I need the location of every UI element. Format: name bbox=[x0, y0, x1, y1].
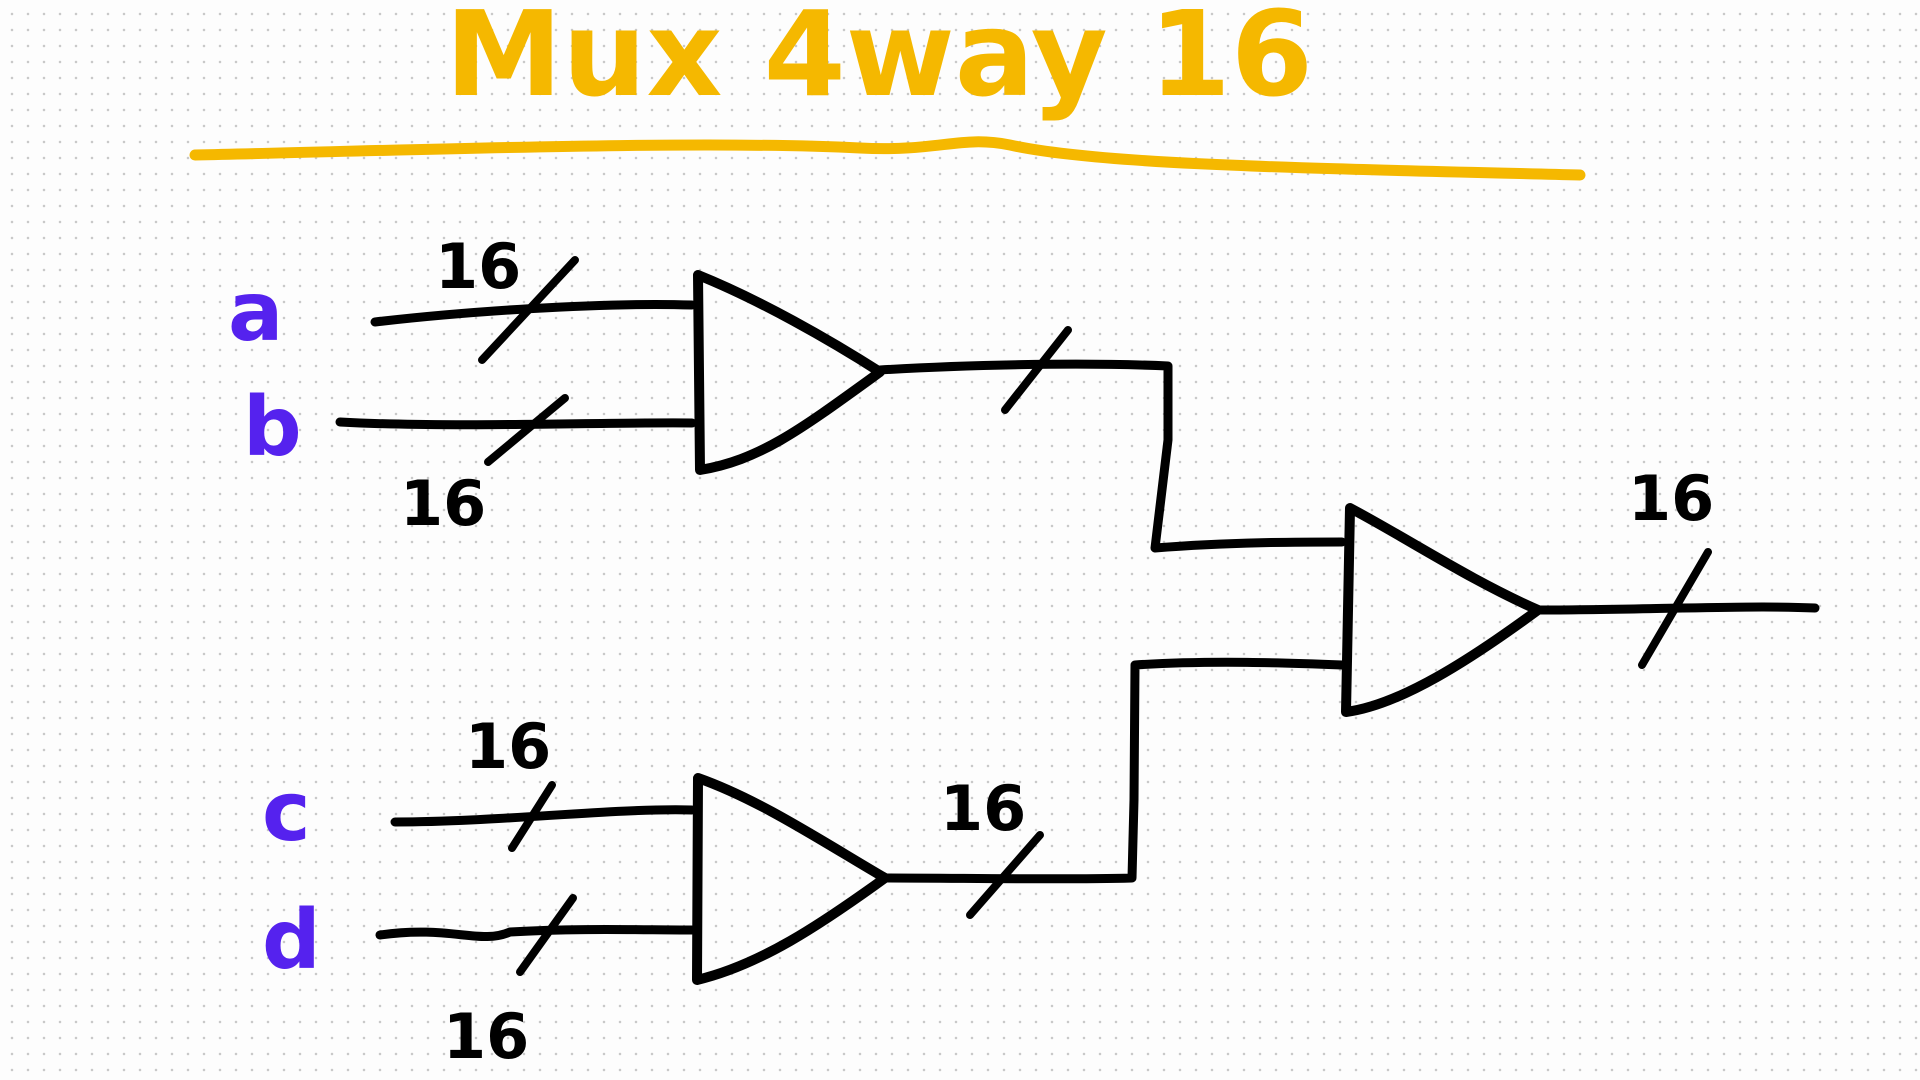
bus-slash-c bbox=[508, 781, 556, 852]
bus-width-a: 16 bbox=[435, 230, 521, 303]
wire-b bbox=[335, 417, 697, 430]
bus-width-b: 16 bbox=[400, 467, 486, 540]
bus-width-c: 16 bbox=[465, 710, 551, 783]
bus-slash-d bbox=[516, 894, 577, 976]
bus-slash-mux-cd-out bbox=[966, 831, 1044, 919]
wire-mux-ab-out bbox=[875, 359, 1347, 553]
wire-d bbox=[375, 925, 697, 942]
wire-mux-cd-out bbox=[880, 657, 1347, 884]
bus-width-mux-cd-out: 16 bbox=[940, 772, 1026, 845]
wire-output bbox=[1533, 602, 1820, 615]
mux-gate-out bbox=[1341, 503, 1543, 717]
bus-slash-mux-ab-out bbox=[1001, 326, 1072, 414]
input-label-b: b bbox=[243, 380, 302, 475]
mux-gate-cd bbox=[692, 773, 890, 985]
bus-slash-output bbox=[1638, 548, 1712, 669]
mux-gate-ab bbox=[693, 270, 885, 475]
bus-slash-b bbox=[484, 394, 569, 466]
bus-width-output: 16 bbox=[1628, 462, 1714, 535]
input-label-d: d bbox=[262, 893, 321, 988]
bus-width-d: 16 bbox=[443, 1000, 529, 1073]
bus-slash-a bbox=[478, 256, 579, 364]
input-label-a: a bbox=[228, 265, 283, 360]
title-underline bbox=[189, 136, 1586, 181]
wire-c bbox=[390, 805, 697, 827]
input-label-c: c bbox=[262, 765, 311, 860]
diagram-title: Mux 4way 16 bbox=[445, 0, 1313, 123]
